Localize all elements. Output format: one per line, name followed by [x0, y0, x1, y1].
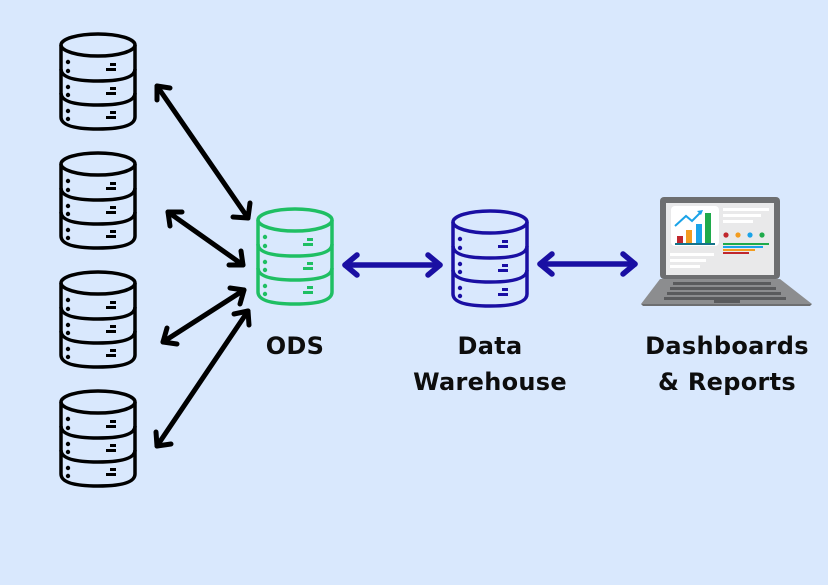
dashboards-label-line2: & Reports	[657, 368, 796, 396]
laptop-line-4	[723, 252, 749, 254]
laptop-bar-4	[705, 213, 711, 243]
laptop-line-3	[723, 249, 755, 251]
source-database-4	[59, 389, 137, 488]
laptop-dot-3	[747, 232, 753, 238]
data-warehouse-label: Data Warehouse	[400, 328, 580, 400]
source-database-1	[59, 32, 137, 131]
laptop-dashboard-icon	[641, 197, 812, 306]
arrow-source2-ods	[165, 209, 246, 268]
arrow-source4-ods	[153, 308, 252, 449]
laptop-dot-1	[723, 232, 729, 238]
laptop-bar-1	[677, 236, 683, 243]
ods-database-icon	[256, 207, 334, 306]
laptop-trend-line	[674, 211, 702, 227]
ods-label: ODS	[250, 328, 340, 364]
laptop-line-2	[723, 246, 763, 248]
laptop-bar-3	[696, 224, 702, 243]
laptop-dot-4	[759, 232, 765, 238]
data-warehouse-label-line2: Warehouse	[413, 368, 567, 396]
arrow-source3-ods	[160, 285, 247, 347]
laptop-dot-2	[735, 232, 741, 238]
dashboards-label: Dashboards & Reports	[637, 328, 817, 400]
ods-label-text: ODS	[265, 332, 325, 360]
source-database-2	[59, 151, 137, 250]
data-warehouse-database-icon	[451, 209, 529, 308]
laptop-bar-2	[686, 230, 692, 243]
laptop-line-1	[723, 243, 769, 245]
data-warehouse-label-line1: Data	[457, 332, 523, 360]
source-database-3	[59, 270, 137, 369]
dashboards-label-line1: Dashboards	[645, 332, 809, 360]
arrow-ods-warehouse	[342, 252, 443, 278]
arrow-source1-ods	[154, 83, 253, 221]
arrow-warehouse-dashboards	[537, 251, 638, 277]
